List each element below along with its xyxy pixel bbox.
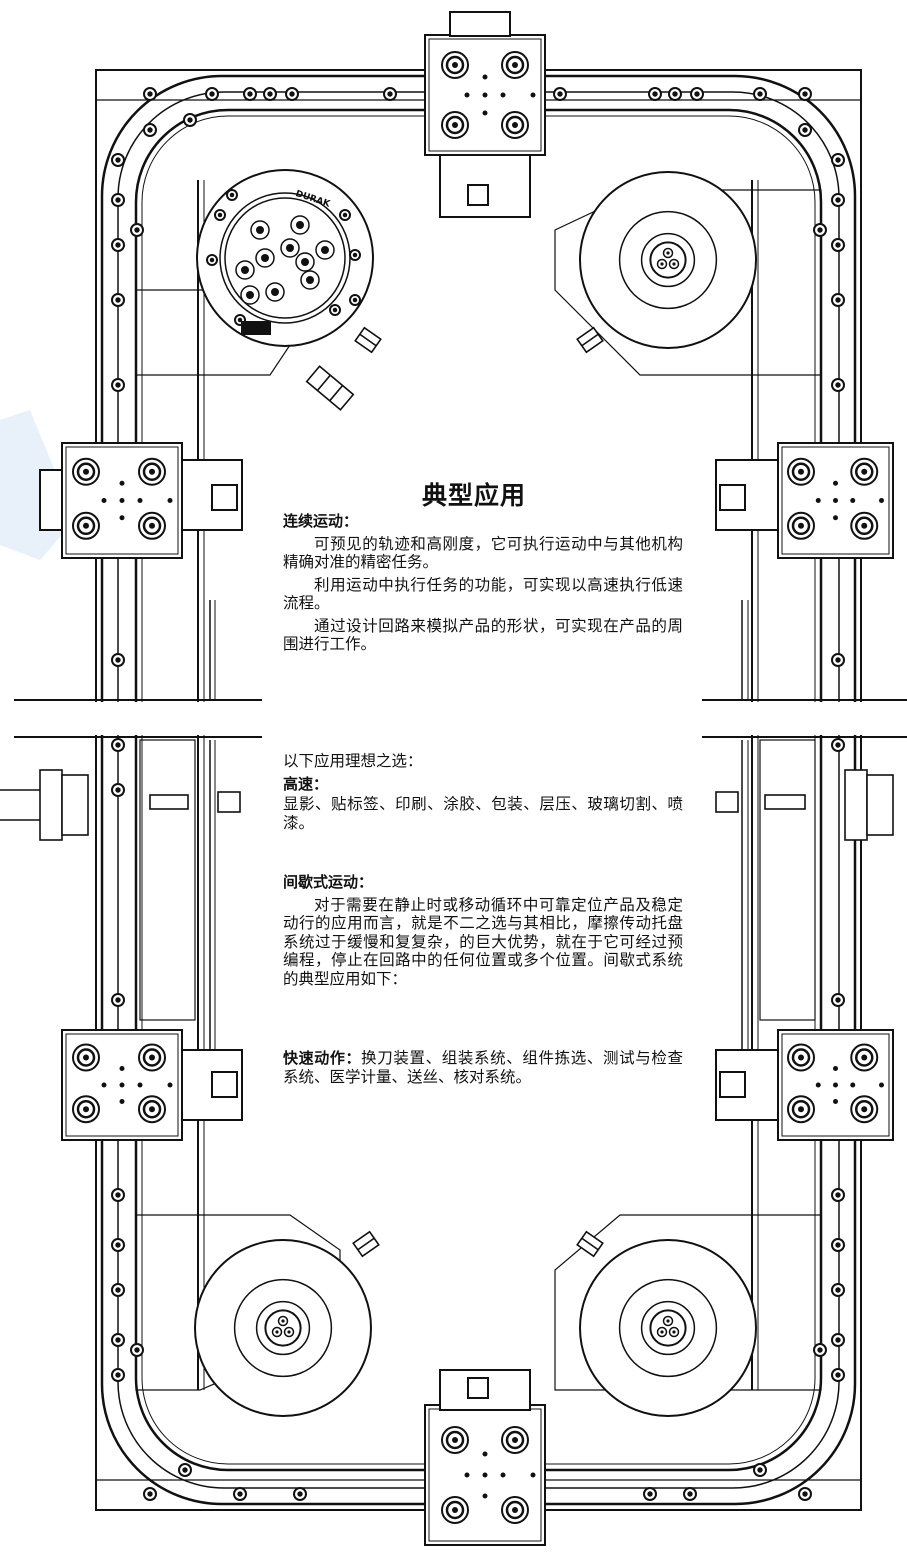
bolt-hole xyxy=(111,1283,125,1297)
bolt-hole xyxy=(553,87,567,101)
bolt-hole xyxy=(339,209,351,221)
fast-action-text: 换刀装置、组装系统、组件拣选、测试与检查系统、医学计量、送丝、核对系统。 xyxy=(283,1049,683,1086)
idler-wheel xyxy=(194,1239,372,1417)
bolt-hole xyxy=(243,87,257,101)
bolt-hole xyxy=(130,1343,144,1357)
bolt-hole xyxy=(349,294,361,306)
bolt-hole xyxy=(329,304,341,316)
bolt-hole xyxy=(130,223,144,237)
idler-wheel xyxy=(579,171,757,349)
bolt-hole xyxy=(798,1487,812,1501)
bolt-hole xyxy=(111,1188,125,1202)
page-title: 典型应用 xyxy=(422,481,527,510)
continuous-paragraph-3: 通过设计回路来模拟产品的形状，可实现在产品的周围进行工作。 xyxy=(283,616,683,654)
bolt-hole xyxy=(233,1487,247,1501)
bolt-hole xyxy=(293,1487,307,1501)
bolt-hole xyxy=(143,87,157,101)
bolt-hole xyxy=(183,113,197,127)
bolt-hole xyxy=(111,1333,125,1347)
bolt-hole xyxy=(111,1238,125,1252)
bolt-hole xyxy=(831,1368,845,1382)
bolt-hole xyxy=(831,293,845,307)
bolt-hole xyxy=(349,249,361,261)
bolt-hole xyxy=(226,189,238,201)
bolt-hole xyxy=(111,993,125,1007)
bolt-hole xyxy=(205,87,219,101)
fast-action-heading: 快速动作： xyxy=(283,1049,362,1067)
continuous-motion-section: 连续运动： 可预见的轨迹和高刚度，它可执行运动中与其他机构精确对准的精密任务。 … xyxy=(283,512,683,658)
bolt-hole xyxy=(798,123,812,137)
bolt-hole xyxy=(111,783,125,797)
bolt-hole xyxy=(831,1283,845,1297)
high-speed-text: 显影、贴标签、印刷、涂胶、包装、层压、玻璃切割、喷漆。 xyxy=(283,795,683,832)
bolt-hole xyxy=(831,238,845,252)
bolt-hole xyxy=(111,1368,125,1382)
bolt-hole xyxy=(111,153,125,167)
continuous-motion-heading: 连续运动： xyxy=(283,512,359,530)
bolt-hole xyxy=(683,1487,697,1501)
carriage-block xyxy=(777,1029,894,1141)
bolt-hole xyxy=(111,293,125,307)
bolt-hole xyxy=(143,123,157,137)
bolt-hole xyxy=(263,87,277,101)
idler-wheel xyxy=(579,1239,757,1417)
bolt-hole xyxy=(111,238,125,252)
ideal-intro: 以下应用理想之选： xyxy=(283,752,423,770)
bolt-hole xyxy=(206,254,218,266)
carriage-block xyxy=(424,34,546,156)
bolt-hole xyxy=(214,209,226,221)
bolt-hole xyxy=(813,223,827,237)
intermittent-motion-heading: 间歇式运动： xyxy=(283,873,374,891)
bolt-hole xyxy=(285,87,299,101)
intermittent-motion-section: 间歇式运动： 对于需要在静止时或移动循环中可靠定位产品及稳定动行的应用而言，就是… xyxy=(283,873,683,992)
carriage-block xyxy=(424,1404,546,1546)
bolt-hole xyxy=(753,87,767,101)
bolt-hole xyxy=(831,1333,845,1347)
bolt-hole xyxy=(383,87,397,101)
text-panel xyxy=(262,440,702,1100)
bolt-hole xyxy=(831,653,845,667)
bolt-hole xyxy=(643,1487,657,1501)
bolt-hole xyxy=(753,1463,767,1477)
bolt-hole xyxy=(111,378,125,392)
bolt-hole xyxy=(668,87,682,101)
bolt-hole xyxy=(831,1238,845,1252)
bolt-hole xyxy=(178,1463,192,1477)
bolt-hole xyxy=(690,87,704,101)
drive-wheel xyxy=(196,169,374,347)
carriage-block xyxy=(61,442,183,559)
bolt-hole xyxy=(831,1188,845,1202)
bolt-hole xyxy=(111,193,125,207)
bolt-hole xyxy=(831,153,845,167)
carriage-block xyxy=(777,442,894,559)
bolt-hole xyxy=(831,193,845,207)
bolt-hole xyxy=(111,738,125,752)
bolt-hole xyxy=(813,1343,827,1357)
continuous-paragraph-2: 利用运动中执行任务的功能，可实现以高速执行低速流程。 xyxy=(283,575,683,613)
bolt-hole xyxy=(798,87,812,101)
bolt-hole xyxy=(648,87,662,101)
intermittent-paragraph: 对于需要在静止时或移动循环中可靠定位产品及稳定动行的应用而言，就是不二之选与其相… xyxy=(283,895,683,988)
fast-action-section: 快速动作：换刀装置、组装系统、组件拣选、测试与检查系统、医学计量、送丝、核对系统… xyxy=(283,1049,683,1086)
bolt-hole xyxy=(111,653,125,667)
bolt-hole xyxy=(831,378,845,392)
high-speed-heading: 高速： xyxy=(283,774,329,793)
bolt-hole xyxy=(831,738,845,752)
bolt-hole xyxy=(143,1487,157,1501)
continuous-paragraph-1: 可预见的轨迹和高刚度，它可执行运动中与其他机构精确对准的精密任务。 xyxy=(283,534,683,572)
ideal-applications-section: 以下应用理想之选： 高速： 显影、贴标签、印刷、涂胶、包装、层压、玻璃切割、喷漆… xyxy=(283,752,683,832)
bolt-hole xyxy=(831,993,845,1007)
carriage-block xyxy=(61,1029,183,1141)
